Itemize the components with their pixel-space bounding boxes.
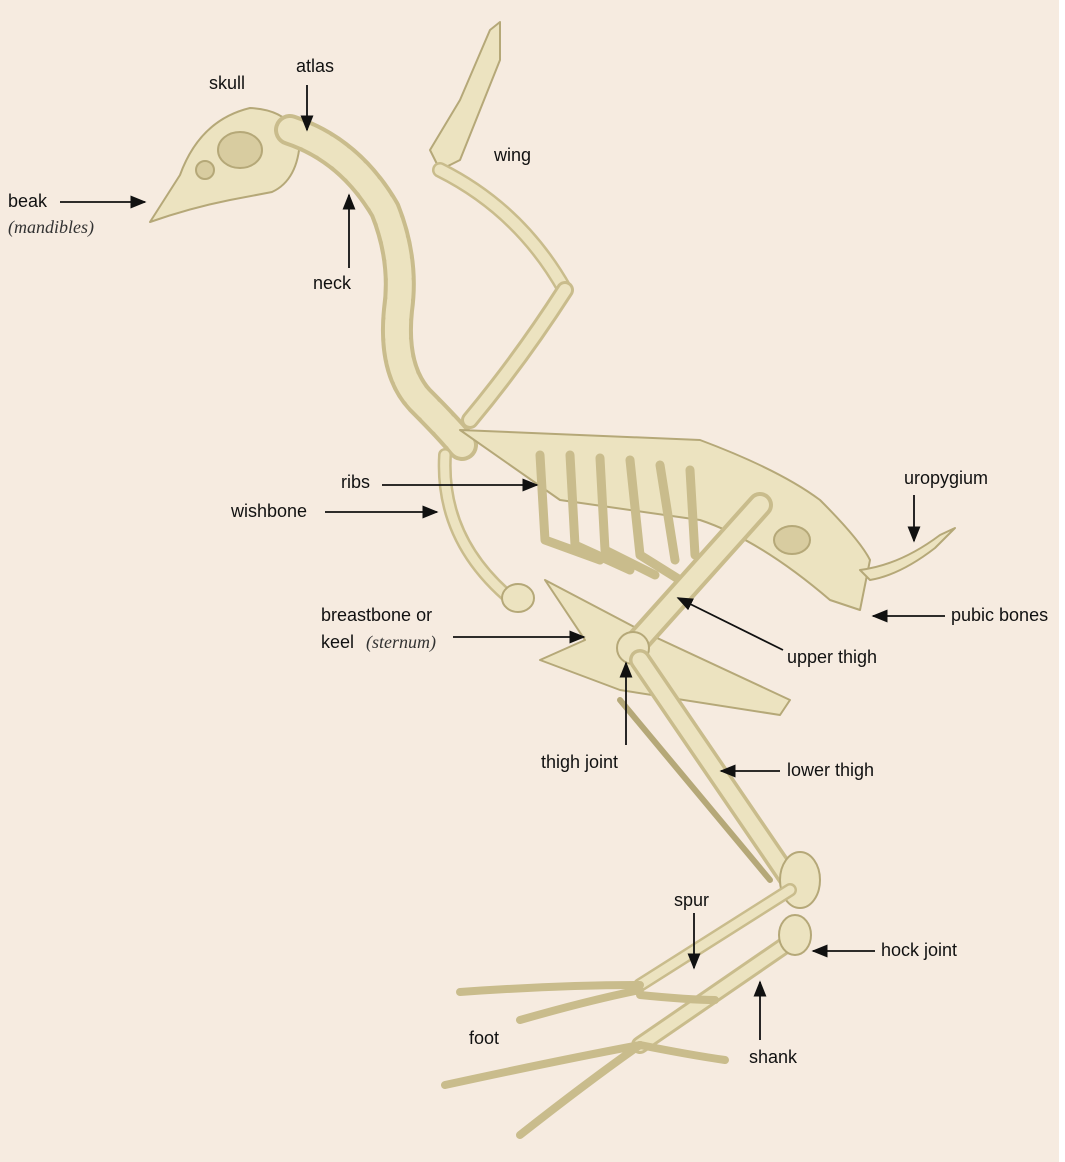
- ribs-label: ribs: [341, 472, 370, 492]
- atlas-label: atlas: [296, 56, 334, 76]
- upper-thigh-arrow: [678, 598, 783, 650]
- sternum-note-label: (sternum): [366, 632, 436, 652]
- wishbone-label: wishbone: [231, 501, 307, 521]
- keel-label: keel: [321, 632, 354, 652]
- wing-label: wing: [494, 145, 531, 165]
- pubic-bones-label: pubic bones: [951, 605, 1048, 625]
- breastbone-label: breastbone or: [321, 605, 432, 625]
- upper-thigh-label: upper thigh: [787, 647, 877, 667]
- spur-label: spur: [674, 890, 709, 910]
- wing-bones: [430, 22, 500, 170]
- lower-thigh-label: lower thigh: [787, 760, 874, 780]
- beak-note-label: (mandibles): [8, 217, 94, 237]
- hock-joint-label: hock joint: [881, 940, 957, 960]
- shank-label: shank: [749, 1047, 797, 1067]
- tail-uropygium: [860, 528, 955, 580]
- neck-label: neck: [313, 273, 351, 293]
- foot-label: foot: [469, 1028, 499, 1048]
- skull-label: skull: [209, 73, 245, 93]
- beak-label: beak: [8, 191, 47, 211]
- thigh-joint-label: thigh joint: [541, 752, 618, 772]
- uropygium-label: uropygium: [904, 468, 988, 488]
